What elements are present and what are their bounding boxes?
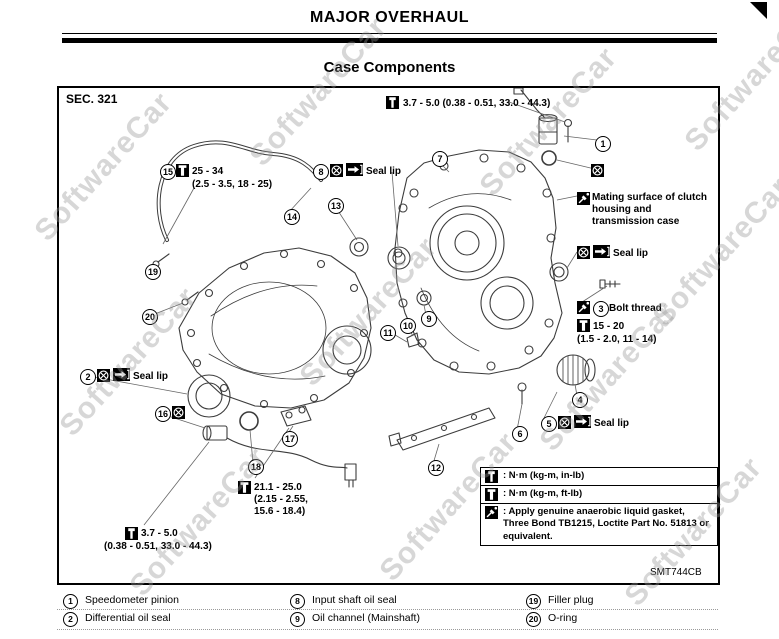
torque-in-lb-icon	[485, 470, 498, 483]
parts-num-20: 20	[526, 612, 541, 627]
torque-label-15-20: 15 - 20	[593, 321, 625, 332]
figure-code: SMT744CB	[650, 567, 702, 578]
sealant-icon	[577, 301, 590, 314]
replace-x-icon	[591, 164, 604, 177]
torque-label-top: 3.7 - 5.0 (0.38 - 0.51, 33.0 - 44.3)	[403, 98, 551, 109]
seal-lip-icon	[346, 163, 363, 176]
legend-text-inlb: : N·m (kg-m, in-lb)	[503, 470, 585, 481]
seal-lip-icon	[113, 368, 130, 381]
section-number: SEC. 321	[66, 92, 118, 106]
callout-19: 19	[145, 264, 161, 280]
callout-9: 9	[421, 311, 437, 327]
callout-13: 13	[328, 198, 344, 214]
symbol-legend: : N·m (kg-m, in-lb) : N·m (kg-m, ft-lb) …	[480, 467, 718, 547]
replace-x-icon	[558, 416, 571, 429]
seal-lip-label-5: Seal lip	[594, 418, 630, 429]
callout-15: 15	[160, 164, 176, 180]
parts-label-19: Filler plug	[548, 594, 594, 606]
torque-label-25-34-metric: (2.5 - 3.5, 18 - 25)	[192, 179, 273, 190]
legend-row-inlb: : N·m (kg-m, in-lb)	[481, 468, 717, 486]
parts-label-20: O-ring	[548, 612, 578, 624]
parts-num-2: 2	[63, 612, 78, 627]
page-title: MAJOR OVERHAUL	[309, 9, 469, 26]
header-rule-thick	[62, 38, 717, 43]
callout-16: 16	[155, 406, 171, 422]
section-title: Case Components	[323, 59, 456, 76]
callout-7: 7	[432, 151, 448, 167]
callout-1: 1	[595, 136, 611, 152]
parts-label-1: Speedometer pinion	[85, 594, 179, 606]
torque-in-lb-icon	[386, 96, 399, 109]
callout-17: 17	[282, 431, 298, 447]
parts-num-8: 8	[290, 594, 305, 609]
callout-14: 14	[284, 209, 300, 225]
replace-x-icon	[577, 246, 590, 259]
mating-surface-note: Mating surface of clutch housing and tra…	[592, 192, 708, 227]
callout-11: 11	[380, 325, 396, 341]
callout-8: 8	[313, 164, 329, 180]
seal-lip-label-diff: Seal lip	[133, 371, 169, 382]
parts-num-9: 9	[290, 612, 305, 627]
parts-label-8: Input shaft oil seal	[312, 594, 397, 606]
callout-5: 5	[541, 416, 557, 432]
parts-list-separator	[57, 609, 718, 610]
torque-label-37: 3.7 - 5.0	[141, 528, 178, 539]
seal-lip-label-right: Seal lip	[613, 248, 649, 259]
torque-ft-lb-icon	[238, 481, 251, 494]
torque-label-21: 21.1 - 25.0	[254, 482, 302, 493]
page-corner-marker	[750, 2, 767, 19]
legend-row-ftlb: : N·m (kg-m, ft-lb)	[481, 486, 717, 504]
legend-text-ftlb: : N·m (kg-m, ft-lb)	[503, 488, 583, 499]
sealant-icon	[577, 192, 590, 205]
callout-20: 20	[142, 309, 158, 325]
header-rule-thin	[62, 33, 717, 34]
torque-label-37-metric: (0.38 - 0.51, 33.0 - 44.3)	[104, 541, 212, 552]
torque-label-15-20-metric: (1.5 - 2.0, 11 - 14)	[577, 334, 657, 345]
callout-3: 3	[593, 301, 609, 317]
callout-18: 18	[248, 459, 264, 475]
seal-lip-label-input-shaft: Seal lip	[366, 166, 402, 177]
seal-lip-icon	[574, 415, 591, 428]
legend-row-sealant: : Apply genuine anaerobic liquid gasket,…	[481, 504, 717, 545]
torque-ft-lb-icon	[577, 319, 590, 332]
replace-x-icon	[330, 164, 343, 177]
parts-label-2: Differential oil seal	[85, 612, 171, 624]
parts-num-19: 19	[526, 594, 541, 609]
replace-x-icon	[97, 369, 110, 382]
callout-12: 12	[428, 460, 444, 476]
torque-label-21-ftlb: 15.6 - 18.4)	[254, 506, 306, 517]
callout-4: 4	[572, 392, 588, 408]
parts-list-separator	[57, 629, 718, 630]
seal-lip-icon	[593, 245, 610, 258]
legend-text-sealant: : Apply genuine anaerobic liquid gasket,…	[503, 506, 709, 542]
torque-ft-lb-icon	[485, 488, 498, 501]
torque-label-21-metric: (2.15 - 2.55,	[254, 494, 308, 505]
torque-label-25-34: 25 - 34	[192, 166, 224, 177]
torque-in-lb-icon	[125, 527, 138, 540]
sealant-icon	[485, 506, 498, 519]
callout-6: 6	[512, 426, 528, 442]
parts-num-1: 1	[63, 594, 78, 609]
callout-2: 2	[80, 369, 96, 385]
parts-label-9: Oil channel (Mainshaft)	[312, 612, 420, 624]
callout-10: 10	[400, 318, 416, 334]
bolt-thread-label: Bolt thread	[609, 303, 662, 314]
replace-x-icon	[172, 406, 185, 419]
torque-ft-lb-icon	[176, 164, 189, 177]
